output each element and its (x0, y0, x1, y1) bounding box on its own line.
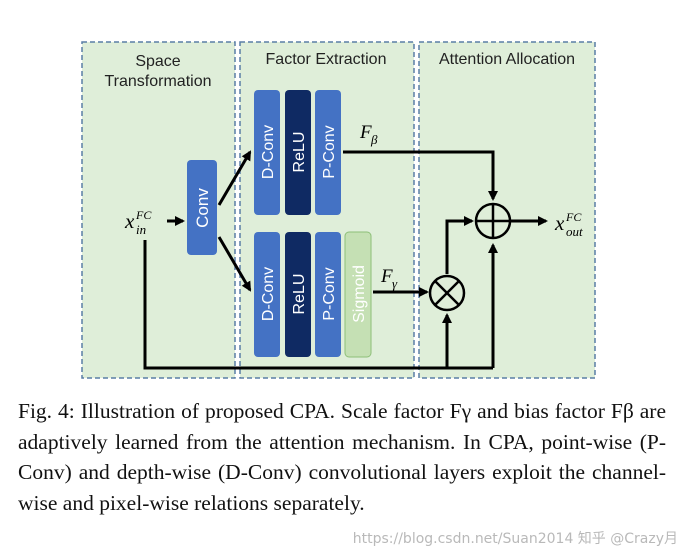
upper-pconv-block (315, 90, 341, 215)
watermark: https://blog.csdn.net/Suan2014 知乎 @Crazy… (352, 531, 678, 547)
upper-relu-label: ReLU (291, 132, 308, 173)
lower-dconv-label: D-Conv (260, 267, 277, 321)
cpa-diagram: Space Transformation Factor Extraction A… (81, 41, 596, 379)
f-beta-label: Fβ (359, 122, 378, 147)
skip-path (143, 240, 493, 370)
conv-label: Conv (193, 188, 212, 228)
upper-relu-block (285, 90, 311, 215)
connections (143, 150, 548, 370)
plus-node (474, 202, 512, 240)
sigmoid-block (344, 231, 372, 358)
conv-to-lower-arrow (217, 236, 252, 292)
lower-relu-label: ReLU (291, 274, 308, 315)
conv-block (187, 160, 217, 255)
f-gamma-label: Fγ (380, 266, 398, 291)
multiply-node (428, 274, 466, 312)
multiply-to-plus-arrow (445, 216, 474, 274)
lower-pconv-label: P-Conv (321, 267, 338, 320)
lower-pconv-block (315, 232, 341, 357)
lower-dconv-block (254, 232, 280, 357)
attention-allocation-title: Attention Allocation (439, 51, 575, 68)
caption-label: Fig. 4: (18, 399, 75, 423)
upper-dconv-block (254, 90, 280, 215)
sigmoid-label: Sigmoid (351, 265, 368, 323)
f-beta-arrow (343, 150, 498, 201)
space-title-line2: Transformation (105, 73, 212, 90)
lower-relu-block (285, 232, 311, 357)
space-title-line1: Space (135, 53, 180, 70)
upper-dconv-label: D-Conv (260, 125, 277, 179)
caption-text: Illustration of proposed CPA. Scale fact… (18, 399, 666, 515)
upper-pconv-label: P-Conv (321, 125, 338, 178)
figure-caption: Fig. 4: Illustration of proposed CPA. Sc… (18, 396, 666, 518)
factor-extraction-title: Factor Extraction (266, 51, 387, 68)
conv-to-upper-arrow (217, 150, 252, 206)
